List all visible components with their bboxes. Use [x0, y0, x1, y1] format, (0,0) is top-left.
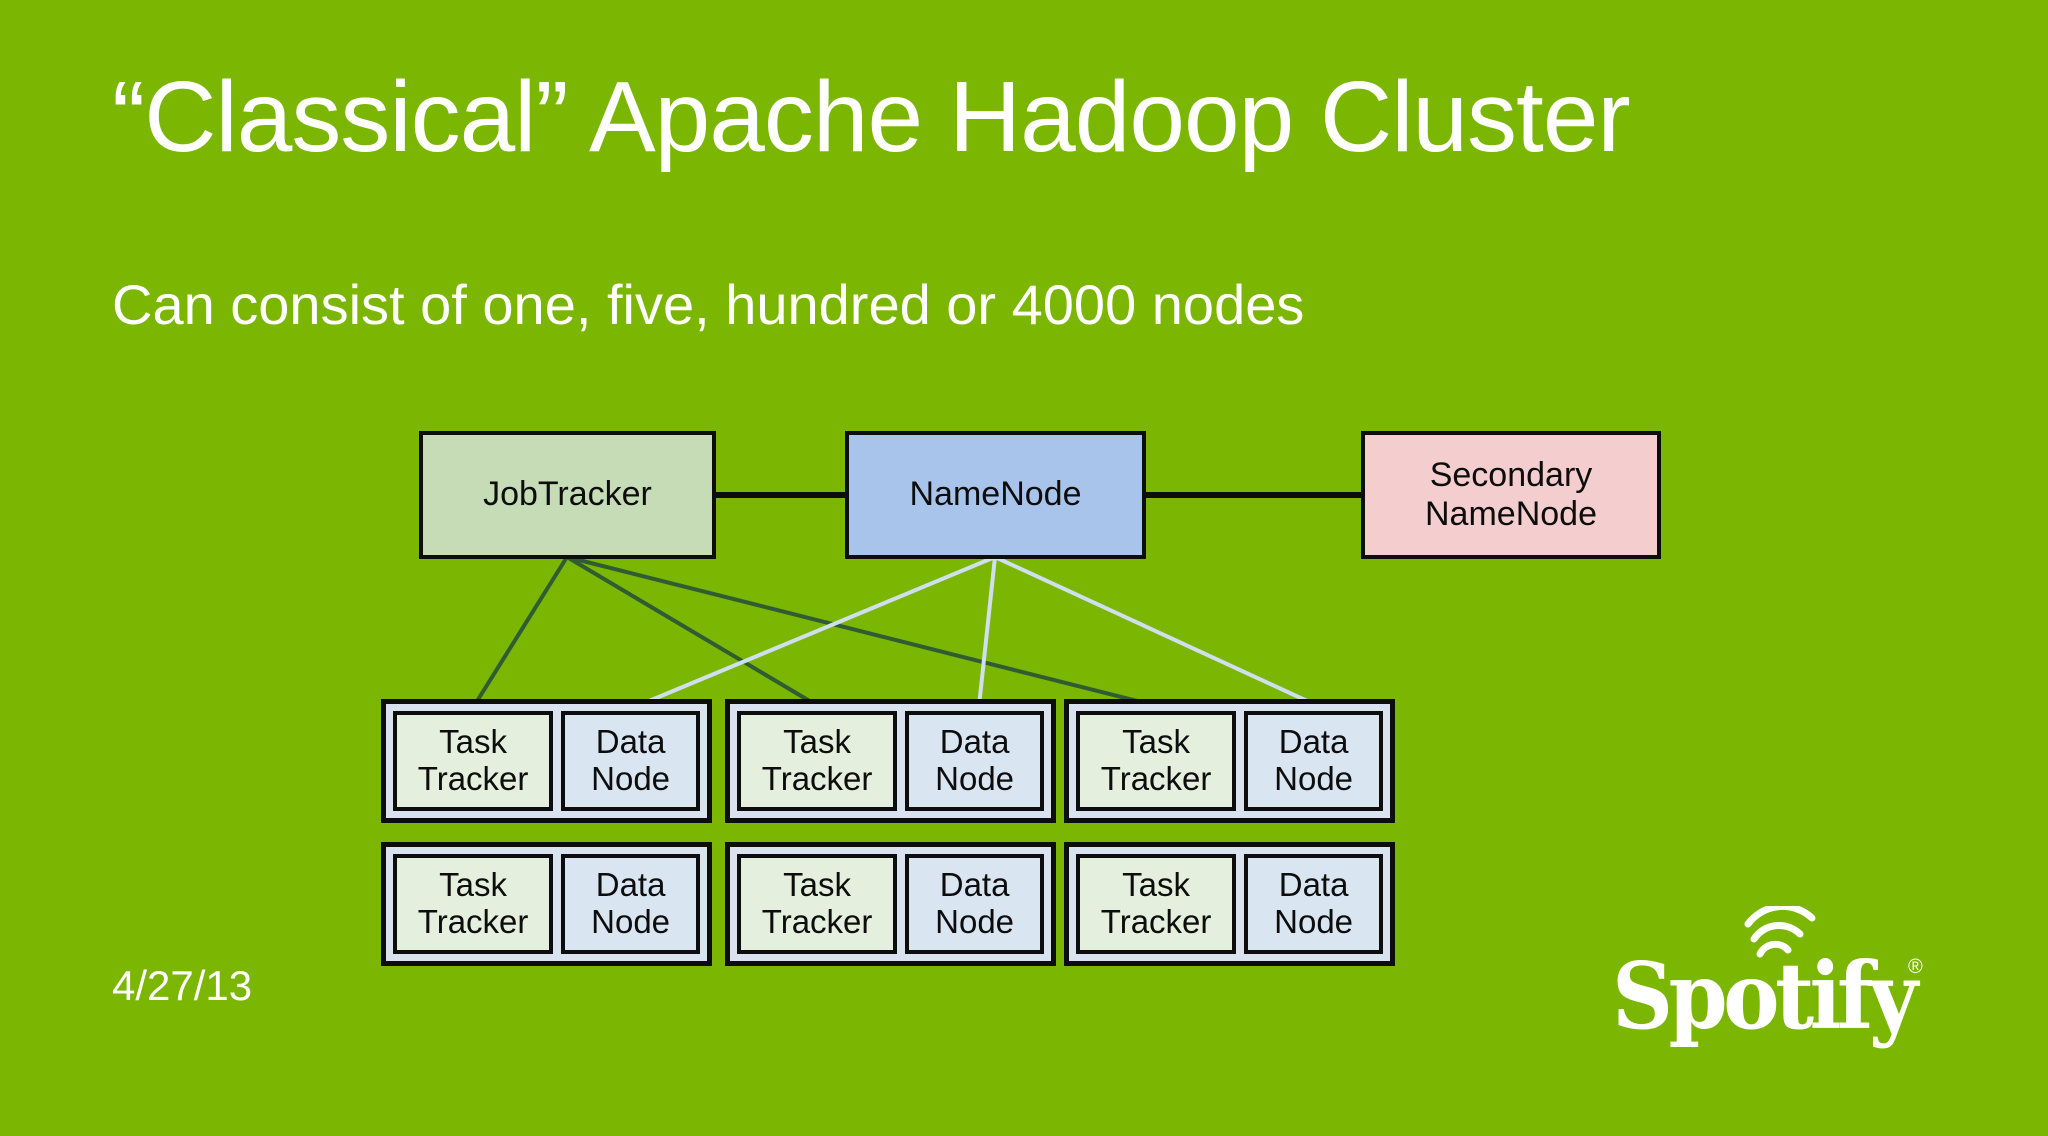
task-tracker-label: Task Tracker	[761, 723, 873, 797]
node-namenode-label: NameNode	[909, 475, 1082, 514]
data-node-label: Data Node	[591, 723, 671, 797]
task-tracker-label: Task Tracker	[417, 866, 529, 940]
task-tracker-label: Task Tracker	[761, 866, 873, 940]
task-tracker-label: Task Tracker	[1100, 723, 1212, 797]
node-namenode: NameNode	[845, 431, 1146, 559]
spotify-logo: Spotify ®	[1612, 906, 1942, 1058]
task-tracker-cell: Task Tracker	[393, 854, 554, 954]
node-secondary-namenode-label: Secondary NameNode	[1425, 455, 1597, 533]
connector-namenode-datanode-3	[994, 555, 1319, 708]
data-node-cell: Data Node	[561, 854, 700, 954]
worker-group-6: Task Tracker Data Node	[1064, 842, 1395, 966]
spotify-wordmark: Spotify	[1612, 942, 1918, 1050]
registered-trademark-symbol: ®	[1908, 956, 1923, 978]
data-node-cell: Data Node	[1244, 854, 1383, 954]
data-node-label: Data Node	[935, 723, 1015, 797]
task-tracker-label: Task Tracker	[417, 723, 529, 797]
worker-group-5: Task Tracker Data Node	[725, 842, 1056, 966]
data-node-label: Data Node	[591, 866, 671, 940]
worker-group-4: Task Tracker Data Node	[381, 842, 712, 966]
task-tracker-label: Task Tracker	[1100, 866, 1212, 940]
node-jobtracker-label: JobTracker	[483, 475, 652, 514]
worker-group-2: Task Tracker Data Node	[725, 699, 1056, 823]
node-jobtracker: JobTracker	[419, 431, 716, 559]
data-node-label: Data Node	[1274, 723, 1354, 797]
connector-namenode-datanode-1	[636, 555, 996, 708]
worker-group-1: Task Tracker Data Node	[381, 699, 712, 823]
data-node-label: Data Node	[1274, 866, 1354, 940]
data-node-label: Data Node	[935, 866, 1015, 940]
slide-date: 4/27/13	[112, 962, 253, 1009]
task-tracker-cell: Task Tracker	[393, 711, 554, 811]
data-node-cell: Data Node	[905, 854, 1044, 954]
task-tracker-cell: Task Tracker	[1076, 854, 1237, 954]
task-tracker-cell: Task Tracker	[737, 711, 898, 811]
spotify-sound-arcs-icon	[1744, 906, 1816, 958]
slide-title: “Classical” Apache Hadoop Cluster	[112, 61, 1631, 173]
connector-jobtracker-tasktracker-1	[472, 555, 569, 708]
connector-namenode-datanode-2	[977, 556, 997, 707]
data-node-cell: Data Node	[1244, 711, 1383, 811]
node-secondary-namenode: Secondary NameNode	[1361, 431, 1661, 559]
connector-jobtracker-tasktracker-3	[566, 555, 1158, 708]
task-tracker-cell: Task Tracker	[1076, 711, 1237, 811]
connector-jobtracker-tasktracker-2	[565, 555, 820, 708]
data-node-cell: Data Node	[561, 711, 700, 811]
worker-group-3: Task Tracker Data Node	[1064, 699, 1395, 823]
task-tracker-cell: Task Tracker	[737, 854, 898, 954]
data-node-cell: Data Node	[905, 711, 1044, 811]
slide-subtitle: Can consist of one, five, hundred or 400…	[112, 273, 1305, 336]
